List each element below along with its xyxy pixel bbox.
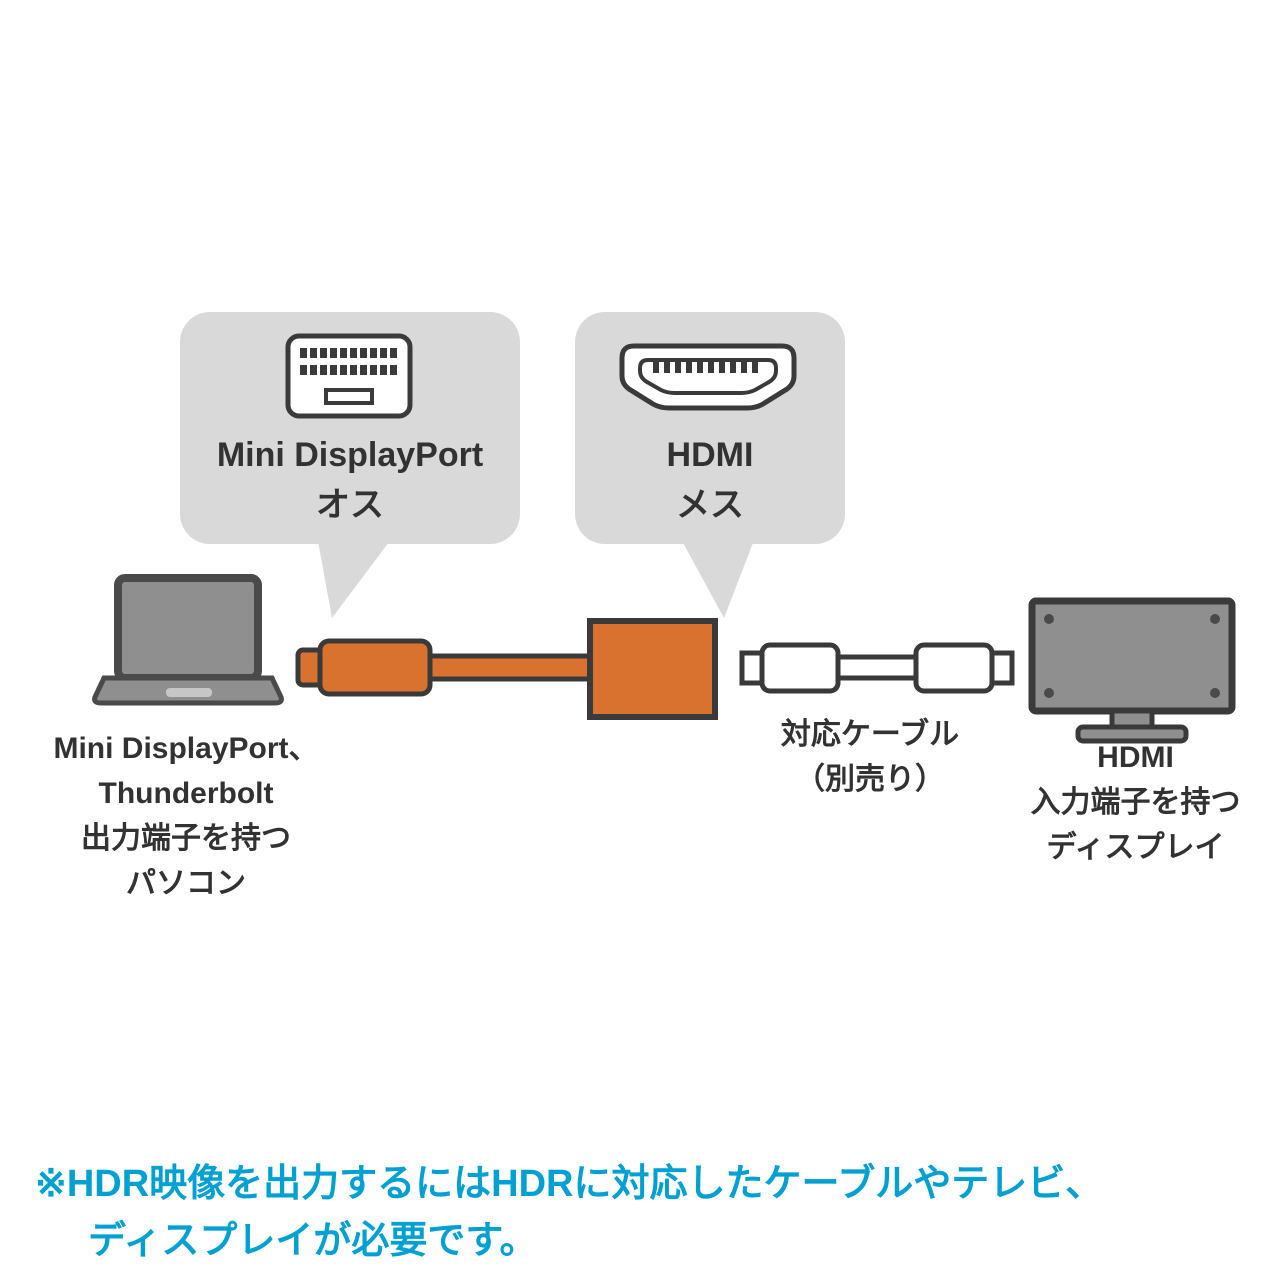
adapter-cord bbox=[424, 653, 598, 682]
laptop-caption-line2: Thunderbolt bbox=[98, 777, 274, 810]
mini-dp-pin-rows bbox=[300, 348, 397, 375]
cable-right-plug bbox=[913, 642, 995, 694]
laptop-caption-line1: Mini DisplayPort、 bbox=[53, 732, 319, 765]
hdr-note-line1: ※HDR映像を出力するにはHDRに対応したケーブルやテレビ、 bbox=[35, 1163, 1104, 1205]
display-icon bbox=[1028, 597, 1236, 744]
display-caption-line2: 入力端子を持つ bbox=[1030, 786, 1241, 819]
cable-caption-line2: （別売り） bbox=[795, 763, 945, 796]
laptop-icon bbox=[92, 574, 284, 706]
callout-hdmi-label: HDMI メス bbox=[575, 430, 845, 530]
mini-dp-gender: オス bbox=[316, 486, 384, 524]
mini-dp-title: Mini DisplayPort bbox=[216, 436, 484, 474]
callout-mini-dp-label: Mini DisplayPort オス bbox=[180, 430, 520, 530]
hdr-note-line2: ディスプレイが必要です。 bbox=[88, 1220, 538, 1262]
hdmi-gender: メス bbox=[676, 486, 744, 524]
display-caption-line1: HDMI bbox=[1097, 741, 1174, 774]
cable-caption: 対応ケーブル （別売り） bbox=[745, 712, 995, 802]
cable-cord bbox=[831, 654, 923, 681]
hdmi-title: HDMI bbox=[666, 436, 754, 474]
callout-bubble-mini-dp bbox=[180, 312, 520, 618]
laptop-caption-line3: 出力端子を持つ bbox=[81, 822, 291, 855]
laptop-caption: Mini DisplayPort、 Thunderbolt 出力端子を持つ パソ… bbox=[10, 726, 362, 906]
hdmi-connector-icon bbox=[619, 343, 797, 411]
mini-displayport-connector-icon bbox=[285, 333, 413, 419]
laptop-caption-line4: パソコン bbox=[126, 867, 246, 900]
adapter-mdp-plug-body bbox=[317, 638, 433, 697]
hdmi-pin-row bbox=[653, 362, 758, 373]
cable-caption-line1: 対応ケーブル bbox=[780, 718, 960, 751]
display-caption: HDMI 入力端子を持つ ディスプレイ bbox=[1013, 735, 1258, 870]
hdmi-cable-icon bbox=[739, 642, 1015, 694]
adapter-hdmi-body bbox=[587, 618, 718, 720]
cable-left-plug bbox=[759, 642, 841, 694]
mdp-to-hdmi-adapter-icon bbox=[295, 618, 718, 720]
display-caption-line3: ディスプレイ bbox=[1046, 831, 1225, 864]
hdr-note: ※HDR映像を出力するにはHDRに対応したケーブルやテレビ、 ディスプレイが必要… bbox=[35, 1156, 1103, 1270]
